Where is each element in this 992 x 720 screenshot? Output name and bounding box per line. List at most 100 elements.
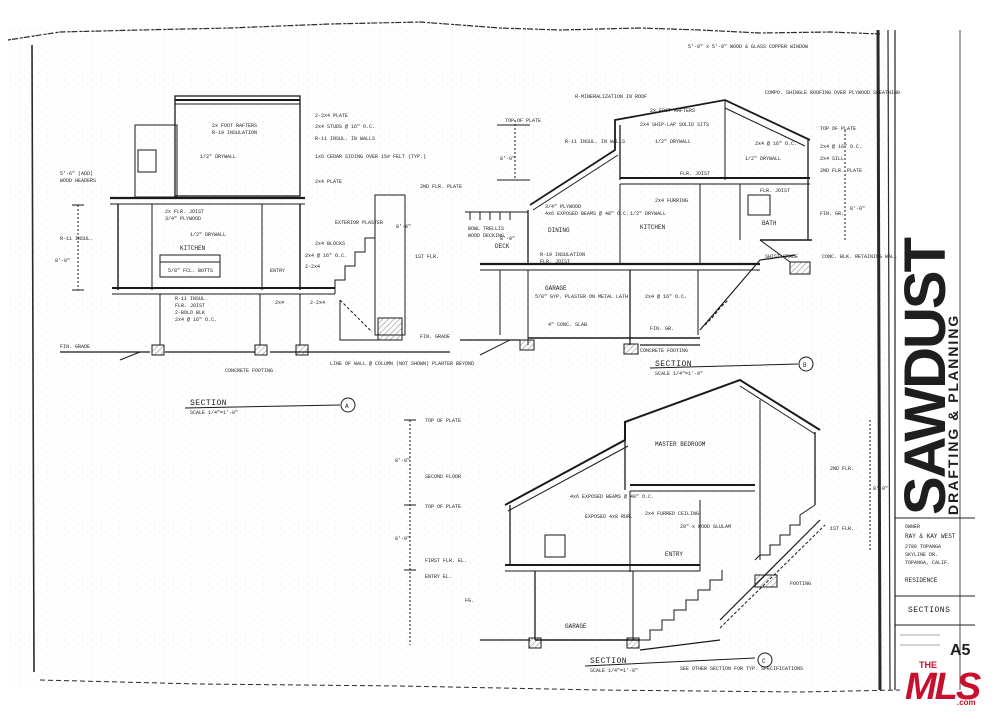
section-a-dim: WOOD HEADERS bbox=[60, 178, 96, 184]
section-b-label: 2x4 FURRING bbox=[655, 198, 688, 204]
section-b-room-label: KITCHEN bbox=[640, 224, 666, 231]
section-a-label: 1ST FLR. bbox=[415, 254, 439, 260]
section-b-label: FLR. JOIST bbox=[680, 171, 710, 177]
section-b-labels: 5'-0" x 5'-0" WOOD & GLASS COPPER WINDOW… bbox=[468, 44, 900, 377]
section-a-label: LINE OF WALL @ COLUMN (NOT SHOWN) PLANTE… bbox=[330, 361, 474, 367]
section-a-label: R-11 INSUL. bbox=[175, 296, 208, 302]
section-a-label: 2x4 STUDS @ 16" O.C. bbox=[315, 124, 375, 130]
owner-name: RAY & KAY WEST bbox=[905, 533, 956, 540]
address-line: 2780 TOPANGA bbox=[905, 544, 941, 550]
section-b-dim: 8'-0" bbox=[500, 156, 515, 162]
section-c-label: 2ND FLR. bbox=[830, 466, 854, 472]
section-b-label: 5/8" GYP. PLASTER ON METAL LATH bbox=[535, 294, 628, 300]
section-a-dim: 8'-0" bbox=[55, 258, 70, 264]
section-b-label: TOP OF PLATE bbox=[505, 118, 541, 124]
section-b-label: 3/4" PLYWOOD bbox=[545, 204, 581, 210]
title-block-logo-sub: DRAFTING & PLANNING bbox=[945, 314, 961, 515]
section-b-label: FLR. JOIST bbox=[760, 188, 790, 194]
sheet-title: SECTIONS bbox=[908, 606, 950, 615]
section-b-dim: 8'-0" bbox=[850, 206, 865, 212]
project-type: RESIDENCE bbox=[905, 577, 938, 584]
section-c-dim: 8'-0" bbox=[873, 486, 888, 492]
section-c-label: FIRST FLR. EL. bbox=[425, 558, 467, 564]
section-b-label: 1/2" DRYWALL bbox=[745, 156, 781, 162]
section-b-label: COMPO. SHINGLE ROOFING OVER PLYWOOD SHEA… bbox=[765, 90, 900, 96]
section-b-label: 2x4 SHIP-LAP SOLID SITS bbox=[640, 122, 709, 128]
section-a-title: SECTION bbox=[190, 399, 227, 408]
mls-watermark-the: THE bbox=[919, 660, 937, 670]
section-c-drawing bbox=[404, 378, 871, 651]
title-block: SAWDUST DRAFTING & PLANNING OWNER RAY & … bbox=[893, 30, 975, 690]
section-b-label: CONCRETE FOOTING bbox=[640, 348, 688, 354]
section-b-label: R-19 INSULATION bbox=[540, 252, 585, 258]
owner-label: OWNER bbox=[905, 524, 920, 530]
section-c-dim: 8'-0" bbox=[395, 536, 410, 542]
section-c-room-label: MASTER BEDROOM bbox=[655, 441, 706, 448]
section-c-label: FG. bbox=[465, 598, 474, 604]
section-b-label: 2x4 @ 16" O.C. bbox=[820, 144, 862, 150]
section-b-room-label: DECK bbox=[495, 243, 510, 250]
section-b-label: 2x4 @ 16" O.C. bbox=[645, 294, 687, 300]
section-a-room-label: KITCHEN bbox=[180, 245, 206, 252]
section-a-label: 1x6 CEDAR SIDING OVER 15# FELT (TYP.) bbox=[315, 154, 426, 160]
section-c-label: ENTRY EL. bbox=[425, 574, 452, 580]
section-b-label: 4" CONC. SLAB bbox=[548, 322, 587, 328]
section-b-marker-label: B bbox=[803, 362, 807, 369]
section-a-label: 2x4 @ 16" O.C. bbox=[305, 253, 347, 259]
section-a-scale: SCALE 1/4"=1'-0" bbox=[190, 410, 238, 416]
section-c-room-label: GARAGE bbox=[565, 623, 587, 630]
section-a-label: 2-BOLD BLK bbox=[175, 310, 205, 316]
section-a-label: R-11 INSUL. bbox=[60, 236, 93, 242]
mls-watermark-logo: MLS bbox=[905, 666, 981, 708]
section-b-dim: 8'-0" bbox=[500, 236, 515, 242]
title-block-logo: SAWDUST bbox=[893, 237, 958, 515]
section-c-label: 2x4 FURRED CEILING bbox=[645, 511, 699, 517]
section-b-label: R-MINERALIZATION IN ROOF bbox=[575, 94, 647, 100]
section-a-drawing bbox=[60, 95, 450, 361]
section-c-label: FOOTING bbox=[790, 581, 811, 587]
section-a-label: 2-2x4 bbox=[310, 300, 325, 306]
section-a-marker-label: A bbox=[345, 403, 349, 410]
section-a-label: ENTRY bbox=[270, 268, 285, 274]
section-a-label: 2ND FLR. PLATE bbox=[420, 184, 462, 190]
section-b-label: FIN. GR. bbox=[650, 326, 674, 332]
section-a-label: 2x4 bbox=[275, 300, 284, 306]
mls-watermark-domain: .com bbox=[957, 698, 976, 707]
section-a-label: 2-2x4 bbox=[305, 264, 320, 270]
section-a-label: 1/2" DRYWALL bbox=[190, 232, 226, 238]
section-a-label: 2x4 BLOCKS bbox=[315, 241, 345, 247]
section-b-label: FLR. JOIST bbox=[540, 259, 570, 265]
section-b-label: BOWL TRELLIS bbox=[468, 226, 504, 232]
section-c-label: 20" x WOOD GLULAM bbox=[680, 524, 731, 530]
section-c-label: SECOND FLOOR bbox=[425, 474, 461, 480]
section-b-label: 5'-0" x 5'-0" WOOD & GLASS COPPER WINDOW bbox=[688, 44, 808, 50]
section-c-marker bbox=[757, 652, 773, 668]
section-c-note: SEE OTHER SECTION FOR TYP. SPECIFICATION… bbox=[680, 666, 803, 672]
section-b-drawing bbox=[460, 99, 846, 356]
section-a-label: FIN. GRADE bbox=[420, 334, 450, 340]
section-c-scale: SCALE 1/4"=1'-0" bbox=[590, 668, 638, 674]
section-a-labels: 2x FOOT RAFTERS R-19 INSULATION 2-2x4 PL… bbox=[55, 113, 474, 416]
section-b-scale: SCALE 1/4"=1'-0" bbox=[655, 371, 703, 377]
section-c-marker-label: C bbox=[762, 658, 766, 665]
section-c-room-label: ENTRY bbox=[665, 551, 683, 558]
section-a-label: CONCRETE FOOTING bbox=[225, 368, 273, 374]
section-a-label: FLR. JOIST bbox=[175, 303, 205, 309]
section-a-label: EXTERIOR PLASTER bbox=[335, 220, 383, 226]
section-a-label: 2x4 PLATE bbox=[315, 179, 342, 185]
section-b-label: 2ND FLR. PLATE bbox=[820, 168, 862, 174]
section-b-label: CONC. BLK. RETAINING WALL bbox=[822, 254, 897, 260]
section-a-label: 3/4" PLYWOOD bbox=[165, 216, 201, 222]
section-b-label: TOP OF PLATE bbox=[820, 126, 856, 132]
section-b-label: WOOD DECKING bbox=[468, 233, 504, 239]
section-b-label: 4x6 EXPOSED BEAMS @ 48" O.C. bbox=[545, 211, 629, 217]
section-b-room-label: BATH bbox=[762, 220, 777, 227]
address-line: TOPANGA, CALIF. bbox=[905, 560, 950, 566]
section-b-label: 2x4 SILL bbox=[820, 156, 844, 162]
section-a-label: 5/8" FCL. BOTTS bbox=[168, 268, 213, 274]
section-c-label: TOP OF PLATE bbox=[425, 504, 461, 510]
section-a-label: 2x FOOT RAFTERS bbox=[212, 123, 257, 129]
address-line: SKYLINE DR. bbox=[905, 552, 938, 558]
section-a-marker bbox=[340, 397, 356, 413]
